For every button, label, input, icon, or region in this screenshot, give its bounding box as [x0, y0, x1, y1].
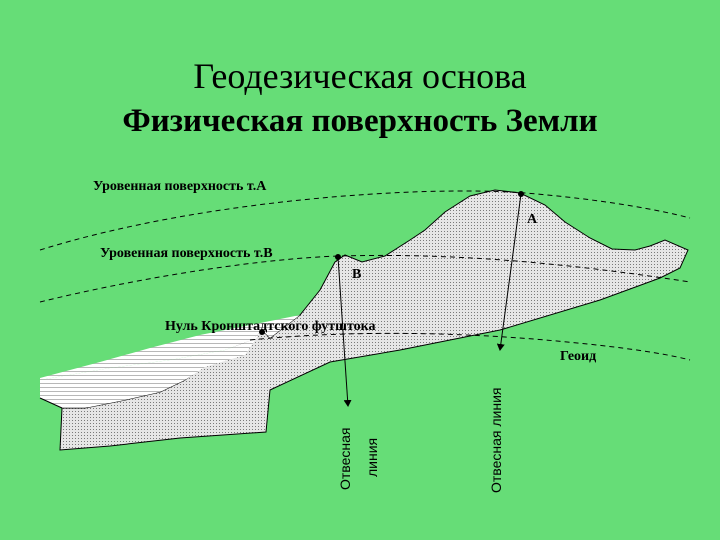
- label-plumb-a: Отвесная линия: [488, 388, 504, 493]
- kronstadt-marker: [259, 329, 265, 335]
- level-surface-b: [39, 254, 691, 303]
- sea-lower-hatch: [40, 330, 262, 408]
- slide-title: Геодезическая основа: [193, 56, 527, 96]
- label-geoid: Геоид: [560, 349, 596, 364]
- label-point-a: А: [527, 212, 538, 227]
- label-plumb-b-line1: Отвесная: [337, 428, 353, 490]
- coastline: [39, 397, 63, 409]
- label-level-surface-a: Уровенная поверхность т.А: [93, 179, 267, 194]
- label-level-surface-b: Уровенная поверхность т.В: [100, 246, 273, 261]
- slide-subtitle: Физическая поверхность Земли: [122, 103, 598, 139]
- label-kronstadt-zero: Нуль Кронштадтского футштока: [165, 319, 376, 334]
- geoid-line: [249, 332, 691, 361]
- plumb-line-a: [496, 193, 522, 351]
- plumb-line-b: [337, 256, 352, 407]
- label-point-b: В: [352, 267, 361, 282]
- sea-area: [40, 315, 300, 380]
- level-surface-a: [39, 190, 691, 251]
- label-plumb-b-line2: линия: [364, 438, 380, 477]
- point-a-marker: [518, 191, 524, 197]
- point-b-marker: [335, 254, 341, 260]
